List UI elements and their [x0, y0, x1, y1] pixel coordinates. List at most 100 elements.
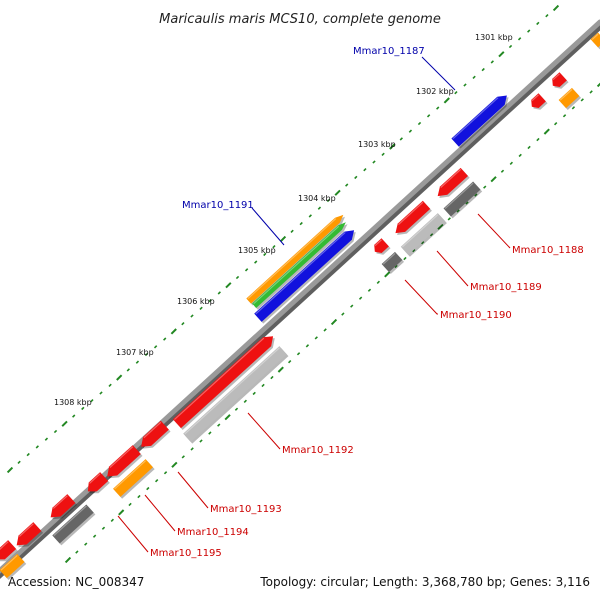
gene-bottom-red[interactable]	[0, 540, 18, 566]
gene-mmar10-1191-green[interactable]	[252, 220, 349, 310]
gene-right-orange-a[interactable]	[558, 87, 582, 110]
tick-label-1303: 1303 kbp	[358, 140, 396, 149]
inner-tick	[208, 431, 212, 435]
inner-tick	[490, 176, 497, 183]
outer-tick	[363, 168, 367, 172]
gene-mmar10-1191[interactable]	[254, 226, 359, 324]
outer-tick	[225, 282, 232, 289]
gene-mmar10-1188-red-body	[437, 167, 469, 197]
inner-tick	[394, 264, 398, 269]
inner-tick	[421, 241, 425, 245]
gene-mmar10-1191-orange[interactable]	[246, 212, 347, 306]
inner-tick	[75, 550, 79, 554]
inner-tick	[64, 556, 72, 564]
gene-right-red-b-highlight	[531, 94, 539, 102]
gene-right-orange-b-highlight	[591, 33, 599, 40]
gene-red-1195-b-highlight	[18, 523, 34, 537]
inner-tick	[330, 318, 338, 326]
gene-label-mmar10-1187[interactable]: Mmar10_1187	[353, 46, 425, 57]
inner-tick	[554, 122, 558, 126]
gene-mmar10-1188[interactable]	[443, 181, 483, 219]
gene-mmar10-1191-green-body	[252, 222, 346, 308]
tick-label-1305: 1305 kbp	[238, 246, 276, 255]
inner-tick	[137, 494, 141, 499]
inner-tick	[509, 161, 513, 165]
inner-tick	[483, 185, 487, 189]
inner-tick	[323, 328, 327, 332]
gene-mmar10-1195-body	[52, 504, 94, 544]
gene-right-red-b[interactable]	[528, 93, 548, 112]
gene-bottom-orange[interactable]	[0, 553, 27, 580]
gene-label-mmar10-1194[interactable]: Mmar10_1194	[177, 527, 249, 538]
outer-tick	[53, 429, 58, 434]
inner-tick	[252, 391, 256, 396]
outer-tick	[308, 214, 312, 218]
gene-mmar10-1188-red[interactable]	[434, 167, 470, 202]
gene-label-mmar10-1189[interactable]: Mmar10_1189	[470, 282, 542, 293]
gene-red-1193-a-highlight	[143, 421, 162, 439]
gene-label-mmar10-1195[interactable]: Mmar10_1195	[150, 548, 222, 559]
gene-mmar10-1190-highlight	[382, 252, 396, 265]
gene-mmar10-1187[interactable]	[451, 91, 512, 149]
gene-mmar10-1195[interactable]	[52, 504, 96, 546]
gene-mmar10-1189[interactable]	[400, 213, 447, 257]
gene-red-1195-a[interactable]	[47, 494, 78, 524]
gene-label-mmar10-1193[interactable]: Mmar10_1193	[210, 504, 282, 515]
gene-bottom-red-body	[0, 540, 17, 560]
leader-mmar10-1195	[117, 515, 149, 553]
inner-tick	[500, 169, 505, 173]
inner-tick	[412, 248, 416, 253]
gene-mmar10-1191-green-highlight	[253, 225, 340, 305]
gene-red-1192-a[interactable]	[172, 332, 279, 431]
gene-mmar10-1193-red[interactable]	[84, 472, 110, 498]
inner-tick	[224, 414, 231, 421]
outer-tick	[443, 97, 450, 104]
outer-tick	[399, 137, 403, 141]
gene-red-1195-b[interactable]	[13, 522, 44, 552]
gene-red-small[interactable]	[371, 238, 391, 257]
gene-mmar10-1192[interactable]	[183, 346, 289, 444]
inner-tick	[518, 153, 522, 158]
gene-mmar10-1192-highlight	[184, 347, 280, 435]
gene-label-mmar10-1190[interactable]: Mmar10_1190	[440, 310, 512, 321]
inner-tick	[155, 479, 159, 483]
outer-tick	[426, 114, 431, 118]
gene-red-1193-a[interactable]	[137, 420, 171, 453]
gene-red-1195-b-body	[16, 522, 42, 546]
outer-tick	[144, 352, 149, 357]
outer-tick-track	[6, 4, 560, 474]
gene-mmar10-1190[interactable]	[381, 251, 405, 274]
gene-mmar10-1189-red[interactable]	[392, 200, 432, 239]
gene-label-mmar10-1191[interactable]: Mmar10_1191	[182, 200, 254, 211]
inner-tick	[277, 366, 284, 373]
outer-tick	[517, 37, 522, 41]
leader-mmar10-1194	[144, 494, 176, 532]
gene-red-1193-b-highlight	[109, 446, 134, 468]
outer-tick	[417, 121, 422, 126]
gene-mmar10-1194[interactable]	[113, 459, 155, 499]
genome-backbone	[0, 19, 600, 574]
gene-mmar10-1189-red-highlight	[398, 201, 424, 226]
inner-tick	[580, 98, 584, 102]
inner-tick	[163, 471, 168, 475]
gene-label-mmar10-1188[interactable]: Mmar10_1188	[512, 245, 584, 256]
gene-red-1193-b[interactable]	[103, 445, 143, 483]
inner-tick	[314, 336, 318, 340]
gene-mmar10-1193-red-body	[87, 472, 109, 492]
outer-tick	[181, 322, 185, 326]
outer-tick	[527, 29, 531, 33]
gene-right-red-a[interactable]	[549, 72, 569, 91]
inner-tick	[181, 455, 185, 459]
inner-tick	[341, 312, 345, 316]
inner-tick	[571, 106, 576, 110]
inner-tick	[376, 280, 380, 284]
leader-mmar10-1190	[404, 279, 438, 315]
inner-tick	[84, 542, 88, 546]
gene-mmar10-1191-highlight	[255, 232, 346, 315]
outer-tick	[334, 189, 341, 196]
gene-label-mmar10-1192[interactable]: Mmar10_1192	[282, 445, 354, 456]
inner-tick	[589, 90, 593, 94]
inner-tick	[350, 304, 354, 308]
gene-right-orange-b-body	[590, 32, 600, 48]
